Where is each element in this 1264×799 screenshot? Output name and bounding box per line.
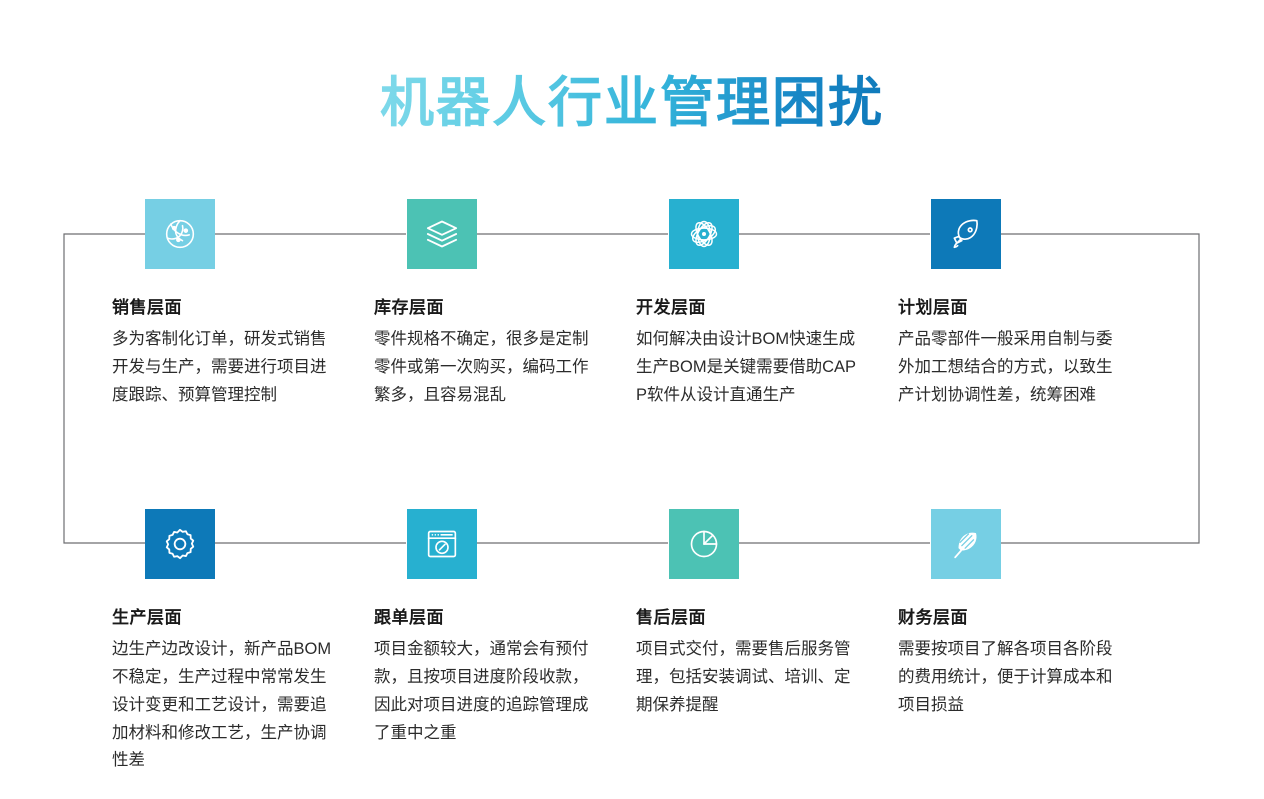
- card-inventory[interactable]: 库存层面 零件规格不确定，很多是定制零件或第一次购买，编码工作繁多，且容易混乱: [374, 199, 602, 509]
- card-planning-text: 产品零部件一般采用自制与委外加工想结合的方式，以致生产计划协调性差，统筹困难: [898, 330, 1113, 404]
- card-sales-body: 销售层面 多为客制化订单，研发式销售开发与生产，需要进行项目进度跟踪、预算管理控…: [112, 298, 340, 410]
- card-finance[interactable]: 财务层面 需要按项目了解各项目各阶段的费用统计，便于计算成本和项目损益: [898, 509, 1126, 775]
- card-finance-body: 财务层面 需要按项目了解各项目各阶段的费用统计，便于计算成本和项目损益: [898, 608, 1126, 720]
- card-sales-text: 多为客制化订单，研发式销售开发与生产，需要进行项目进度跟踪、预算管理控制: [112, 330, 327, 404]
- globe-network-icon: [165, 219, 195, 249]
- card-planning-tile: [931, 199, 1001, 269]
- card-after-sales-text: 项目式交付，需要售后服务管理，包括安装调试、培训、定期保养提醒: [636, 640, 851, 714]
- card-development-body: 开发层面 如何解决由设计BOM快速生成生产BOM是关键需要借助CAPP软件从设计…: [636, 298, 864, 410]
- card-inventory-title: 库存层面: [374, 298, 444, 317]
- card-sales-title: 销售层面: [112, 298, 182, 317]
- rocket-icon: [953, 219, 978, 249]
- cards-grid: 销售层面 多为客制化订单，研发式销售开发与生产，需要进行项目进度跟踪、预算管理控…: [112, 199, 1172, 775]
- gear-icon: [165, 528, 195, 560]
- browser-compass-icon: [427, 530, 457, 558]
- card-production-title: 生产层面: [112, 608, 182, 627]
- feather-icon: [954, 532, 977, 559]
- card-order-tracking-body: 跟单层面 项目金额较大，通常会有预付款，且按项目进度阶段收款，因此对项目进度的追…: [374, 608, 602, 747]
- card-inventory-text: 零件规格不确定，很多是定制零件或第一次购买，编码工作繁多，且容易混乱: [374, 330, 589, 404]
- card-development[interactable]: 开发层面 如何解决由设计BOM快速生成生产BOM是关键需要借助CAPP软件从设计…: [636, 199, 864, 509]
- cards-row-top: 销售层面 多为客制化订单，研发式销售开发与生产，需要进行项目进度跟踪、预算管理控…: [112, 199, 1172, 509]
- card-sales-tile: [145, 199, 215, 269]
- card-after-sales-tile: [669, 509, 739, 579]
- card-after-sales[interactable]: 售后层面 项目式交付，需要售后服务管理，包括安装调试、培训、定期保养提醒: [636, 509, 864, 775]
- card-inventory-body: 库存层面 零件规格不确定，很多是定制零件或第一次购买，编码工作繁多，且容易混乱: [374, 298, 602, 410]
- card-production-body: 生产层面 边生产边改设计，新产品BOM不稳定，生产过程中常常发生设计变更和工艺设…: [112, 608, 340, 775]
- page-title: 机器人行业管理困扰: [380, 73, 884, 134]
- card-production-tile: [145, 509, 215, 579]
- card-planning[interactable]: 计划层面 产品零部件一般采用自制与委外加工想结合的方式，以致生产计划协调性差，统…: [898, 199, 1126, 509]
- card-order-tracking-title: 跟单层面: [374, 608, 444, 627]
- card-order-tracking-text: 项目金额较大，通常会有预付款，且按项目进度阶段收款，因此对项目进度的追踪管理成了…: [374, 640, 589, 742]
- page-title-container: 机器人行业管理困扰: [0, 36, 1264, 170]
- card-planning-title: 计划层面: [898, 298, 968, 317]
- card-sales[interactable]: 销售层面 多为客制化订单，研发式销售开发与生产，需要进行项目进度跟踪、预算管理控…: [112, 199, 340, 509]
- atom-icon: [690, 220, 718, 248]
- card-production-text: 边生产边改设计，新产品BOM不稳定，生产过程中常常发生设计变更和工艺设计，需要追…: [112, 640, 332, 770]
- card-after-sales-title: 售后层面: [636, 608, 706, 627]
- card-after-sales-body: 售后层面 项目式交付，需要售后服务管理，包括安装调试、培训、定期保养提醒: [636, 608, 864, 720]
- card-finance-title: 财务层面: [898, 608, 968, 627]
- card-planning-body: 计划层面 产品零部件一般采用自制与委外加工想结合的方式，以致生产计划协调性差，统…: [898, 298, 1126, 410]
- cards-row-bottom: 生产层面 边生产边改设计，新产品BOM不稳定，生产过程中常常发生设计变更和工艺设…: [112, 509, 1172, 775]
- card-production[interactable]: 生产层面 边生产边改设计，新产品BOM不稳定，生产过程中常常发生设计变更和工艺设…: [112, 509, 340, 775]
- card-development-text: 如何解决由设计BOM快速生成生产BOM是关键需要借助CAPP软件从设计直通生产: [636, 330, 857, 404]
- card-development-title: 开发层面: [636, 298, 706, 317]
- card-order-tracking[interactable]: 跟单层面 项目金额较大，通常会有预付款，且按项目进度阶段收款，因此对项目进度的追…: [374, 509, 602, 775]
- card-finance-tile: [931, 509, 1001, 579]
- card-development-tile: [669, 199, 739, 269]
- card-finance-text: 需要按项目了解各项目各阶段的费用统计，便于计算成本和项目损益: [898, 640, 1113, 714]
- layers-stack-icon: [426, 220, 458, 248]
- pie-chart-icon: [690, 530, 718, 558]
- card-inventory-tile: [407, 199, 477, 269]
- card-order-tracking-tile: [407, 509, 477, 579]
